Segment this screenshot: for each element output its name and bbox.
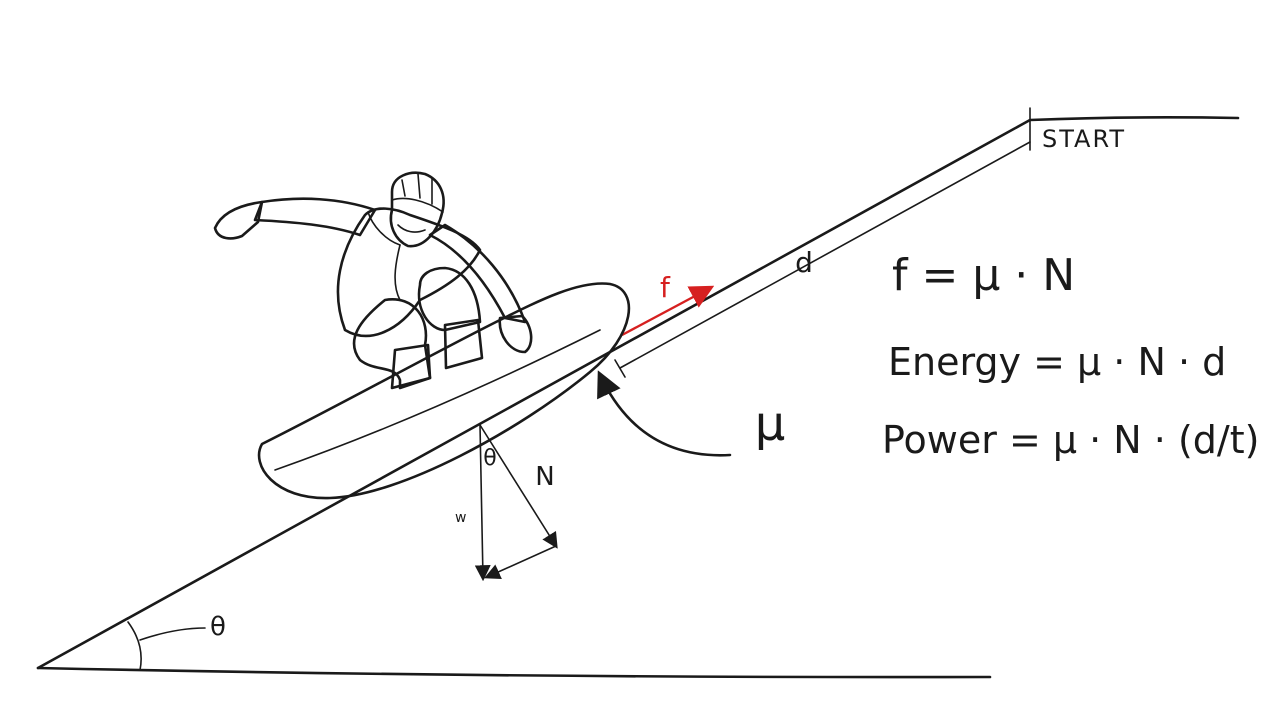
friction-label: f [660, 271, 671, 304]
snowboarder-illustration [213, 171, 533, 390]
energy-equation: Energy = μ · N · d [888, 340, 1227, 384]
base-angle-arc [127, 621, 142, 671]
power-equation: Power = μ · N · (d/t) [882, 418, 1260, 462]
base-angle-leader [139, 627, 206, 641]
mu-label: μ [755, 396, 786, 452]
weight-label: w [455, 510, 466, 526]
slope-line [36, 118, 1032, 670]
ground-line [36, 666, 992, 679]
friction-arrow [621, 285, 715, 337]
normal-label: N [535, 462, 554, 492]
board-angle-label: θ [483, 446, 496, 471]
start-label: START [1042, 125, 1126, 153]
snowboard [257, 282, 631, 500]
base-angle-label: θ [210, 612, 226, 642]
plateau-line [1028, 116, 1240, 122]
distance-label: d [795, 246, 813, 279]
distance-tick-left [614, 359, 626, 378]
normal-vector [479, 424, 558, 549]
distance-line [619, 141, 1031, 369]
component-vector [484, 545, 557, 580]
weight-vector [474, 424, 491, 582]
mu-arrow [597, 370, 732, 457]
friction-equation: f = μ · N [892, 250, 1076, 301]
snowboard-edge [274, 329, 601, 471]
